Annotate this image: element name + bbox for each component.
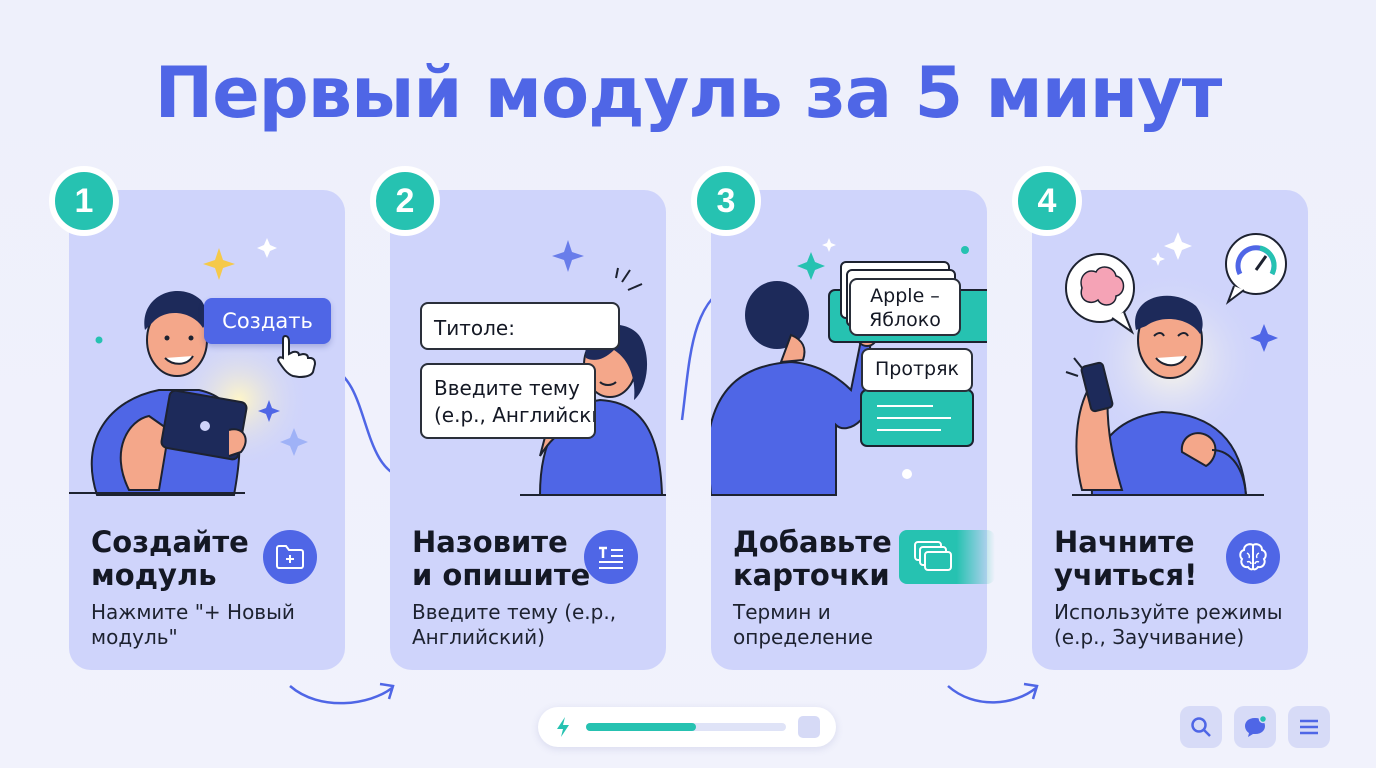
sparkle-icon: [1151, 252, 1165, 266]
cards-stack-icon[interactable]: [899, 530, 995, 584]
speed-gauge-bubble: [1225, 233, 1287, 305]
card-title: Добавьте карточки: [733, 525, 892, 592]
menu-button[interactable]: [1288, 706, 1330, 748]
term-card-line: Яблоко: [869, 309, 941, 331]
chat-button[interactable]: [1234, 706, 1276, 748]
sparkle-icon: [1164, 232, 1192, 260]
card-description: Термин и определение: [733, 600, 873, 649]
sparkle-icon: [203, 248, 235, 280]
page-title: Первый модуль за 5 минут: [154, 52, 1223, 134]
term-card-line: Apple –: [870, 285, 940, 307]
flow-arrow-bottom-left: [289, 685, 393, 705]
step-card-2: 2 Титоле: Введите тему (e.p., Английски …: [370, 166, 670, 670]
definition-card[interactable]: Протряк: [861, 348, 973, 392]
step-number-badge: 4: [1012, 166, 1082, 236]
step-card-1: 1 Создать: [49, 166, 345, 670]
card-description: Введите тему (e.p., Английский): [412, 600, 617, 649]
folder-plus-icon[interactable]: [263, 530, 317, 584]
progress-bar-container: [538, 707, 836, 747]
sparkle-icon: [797, 252, 825, 280]
create-button[interactable]: Создать: [204, 298, 331, 344]
sparkle-icon: [1250, 324, 1278, 352]
card-description: Нажмите "+ Новый модуль": [91, 600, 295, 649]
scene-illustration: Создать: [59, 190, 345, 500]
scene-illustration: Титоле: Введите тему (e.p., Английски: [390, 190, 670, 500]
step-number-badge: 2: [370, 166, 440, 236]
flow-arrow-bottom-right: [947, 685, 1037, 704]
step-number-badge: 1: [49, 166, 119, 236]
stop-button[interactable]: [798, 716, 820, 738]
step-card-3: 3 Apple – Яблоко Протряк Добавьте кар: [691, 166, 1000, 670]
sparkle-icon: [552, 240, 584, 272]
topic-field[interactable]: Введите тему (e.p., Английски: [420, 363, 596, 439]
menu-icon: [1300, 719, 1318, 735]
step-number-badge: 3: [691, 166, 761, 236]
scene-illustration: Apple – Яблоко Протряк: [705, 190, 1000, 500]
topic-field-line: (e.p., Английски: [434, 403, 596, 427]
sparkle-icon: [257, 238, 277, 258]
topic-field-line: Введите тему: [434, 376, 580, 400]
sparkle-icon: [280, 428, 308, 456]
card-title: Начните учиться!: [1054, 525, 1198, 592]
chat-icon: [1245, 714, 1268, 737]
card-title: Назовите и опишите: [412, 525, 591, 592]
sparkle-icon: [258, 400, 280, 422]
sparkle-icon: [822, 238, 836, 252]
lightning-icon: [557, 717, 569, 737]
search-button[interactable]: [1180, 706, 1222, 748]
card-title: Создайте модуль: [91, 525, 249, 592]
phone-device: [1080, 361, 1114, 413]
progress-track: [586, 723, 786, 731]
text-lines-icon[interactable]: [584, 530, 638, 584]
brain-thought-bubble: [1065, 253, 1135, 335]
step-card-4: 4: [1012, 166, 1308, 670]
pointer-hand-icon: [277, 334, 317, 378]
scene-illustration: [1032, 190, 1308, 500]
brain-icon[interactable]: [1226, 530, 1280, 584]
term-card[interactable]: Apple – Яблоко: [849, 278, 961, 336]
title-field[interactable]: Титоле:: [420, 302, 620, 350]
card-description: Используйте режимы (e.p., Заучивание): [1054, 600, 1283, 649]
progress-fill: [586, 723, 696, 731]
search-icon: [1191, 717, 1211, 737]
